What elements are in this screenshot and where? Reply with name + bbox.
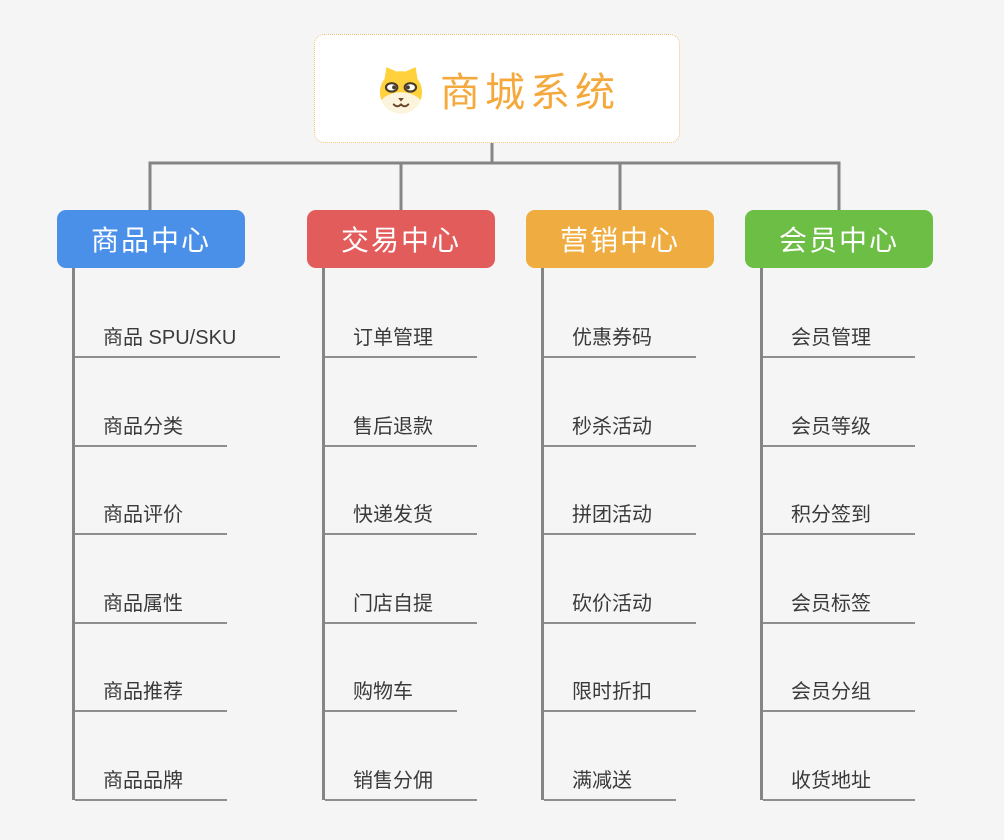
dog-icon bbox=[374, 63, 428, 115]
child-topic[interactable]: 优惠券码 bbox=[544, 320, 696, 358]
child-topic[interactable]: 商品品牌 bbox=[75, 763, 227, 801]
child-topic[interactable]: 售后退款 bbox=[325, 409, 477, 447]
child-topic[interactable]: 积分签到 bbox=[763, 497, 915, 535]
branch-children-trade-center: 订单管理 售后退款 快递发货 门店自提 购物车 销售分佣 bbox=[322, 268, 565, 801]
child-topic[interactable]: 限时折扣 bbox=[544, 674, 696, 712]
branch-node-product-center[interactable]: 商品中心 bbox=[57, 210, 245, 268]
child-topic[interactable]: 会员分组 bbox=[763, 674, 915, 712]
child-topic[interactable]: 会员管理 bbox=[763, 320, 915, 358]
child-topic[interactable]: 商品推荐 bbox=[75, 674, 227, 712]
child-topic[interactable]: 秒杀活动 bbox=[544, 409, 696, 447]
branch-children-marketing-center: 优惠券码 秒杀活动 拼团活动 砍价活动 限时折扣 满减送 bbox=[541, 268, 784, 801]
branch-node-marketing-center[interactable]: 营销中心 bbox=[526, 210, 714, 268]
child-topic[interactable]: 满减送 bbox=[544, 763, 676, 801]
child-topic[interactable]: 收货地址 bbox=[763, 763, 915, 801]
child-topic[interactable]: 会员等级 bbox=[763, 409, 915, 447]
child-topic[interactable]: 快递发货 bbox=[325, 497, 477, 535]
root-title: 商城系统 bbox=[440, 70, 620, 115]
branch-node-trade-center[interactable]: 交易中心 bbox=[307, 210, 495, 268]
child-topic[interactable]: 销售分佣 bbox=[325, 763, 477, 801]
child-topic[interactable]: 拼团活动 bbox=[544, 497, 696, 535]
root-node[interactable]: 商城系统 bbox=[314, 34, 680, 143]
child-topic[interactable]: 会员标签 bbox=[763, 586, 915, 624]
child-topic[interactable]: 商品 SPU/SKU bbox=[75, 320, 281, 358]
child-topic[interactable]: 砍价活动 bbox=[544, 586, 696, 624]
child-topic[interactable]: 购物车 bbox=[325, 674, 457, 712]
child-topic[interactable]: 商品分类 bbox=[75, 409, 227, 447]
child-topic[interactable]: 订单管理 bbox=[325, 320, 477, 358]
branch-children-member-center: 会员管理 会员等级 积分签到 会员标签 会员分组 收货地址 bbox=[760, 268, 1003, 801]
branch-children-product-center: 商品 SPU/SKU 商品分类 商品评价 商品属性 商品推荐 商品品牌 bbox=[72, 268, 315, 801]
child-topic[interactable]: 商品评价 bbox=[75, 497, 227, 535]
connector-group bbox=[148, 141, 841, 211]
child-topic[interactable]: 商品属性 bbox=[75, 586, 227, 624]
branch-node-member-center[interactable]: 会员中心 bbox=[745, 210, 933, 268]
child-topic[interactable]: 门店自提 bbox=[325, 586, 477, 624]
